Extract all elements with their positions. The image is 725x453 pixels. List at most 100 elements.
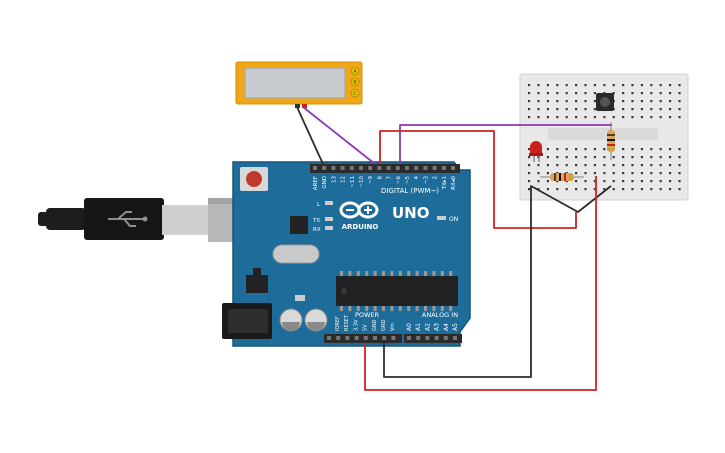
breadboard-hole <box>640 84 643 87</box>
breadboard[interactable] <box>519 73 689 201</box>
power-pin[interactable] <box>373 336 377 340</box>
digital-pin[interactable] <box>340 166 345 170</box>
breadboard-hole <box>593 100 596 103</box>
breadboard-hole <box>659 188 662 191</box>
breadboard-hole <box>546 116 549 119</box>
power-pin-header[interactable] <box>324 334 402 343</box>
lcd-button[interactable] <box>350 66 360 76</box>
resistor-vertical[interactable] <box>607 122 615 160</box>
analog-pin-label: A4 <box>443 323 450 331</box>
breadboard-hole <box>622 116 625 119</box>
breadboard-hole <box>631 84 634 87</box>
wire-black-lcd[interactable] <box>296 106 324 165</box>
digital-pin-label: 7 <box>387 176 393 180</box>
pushbutton[interactable] <box>596 93 614 111</box>
digital-pin[interactable] <box>405 166 409 170</box>
power-pin[interactable] <box>345 336 350 340</box>
analog-pin[interactable] <box>434 336 439 340</box>
breadboard-hole <box>556 188 559 191</box>
lcd-buttons[interactable]: ABC <box>350 66 360 98</box>
digital-pin[interactable] <box>359 166 363 170</box>
breadboard-hole <box>640 180 643 183</box>
breadboard-hole <box>631 148 634 151</box>
digital-pin[interactable] <box>423 166 428 170</box>
breadboard-hole <box>546 108 549 111</box>
digital-pin[interactable] <box>441 166 446 170</box>
power-pin[interactable] <box>391 336 396 340</box>
wire-purple-pin6[interactable] <box>399 124 612 164</box>
breadboard-hole <box>678 188 681 191</box>
analog-pin[interactable] <box>453 336 457 340</box>
breadboard-hole <box>537 188 540 191</box>
analog-pin[interactable] <box>443 336 448 340</box>
analog-pin-header[interactable] <box>404 334 462 343</box>
chip-pin <box>440 271 444 276</box>
breadboard-hole <box>556 180 559 183</box>
digital-pin[interactable] <box>432 166 437 170</box>
breadboard-hole <box>584 156 587 159</box>
wire-red-5v[interactable] <box>364 176 597 391</box>
wire-black-gnd[interactable] <box>383 185 612 378</box>
lcd-display[interactable] <box>235 61 363 105</box>
breadboard-hole <box>575 92 578 95</box>
breadboard-hole <box>575 108 578 111</box>
analog-pin[interactable] <box>425 336 430 340</box>
digital-pin[interactable] <box>386 166 391 170</box>
digital-pin[interactable] <box>368 166 373 170</box>
chip-pin <box>348 306 352 311</box>
breadboard-hole <box>593 188 596 191</box>
lcd-button[interactable] <box>350 88 360 98</box>
digital-pin[interactable] <box>322 166 327 170</box>
analog-pin[interactable] <box>407 336 411 340</box>
lcd-button[interactable] <box>350 77 360 87</box>
breadboard-hole <box>528 92 531 95</box>
arduino-infinity-logo <box>339 201 379 219</box>
bottom-pins[interactable] <box>327 336 457 340</box>
breadboard-hole <box>678 148 681 151</box>
digital-pin[interactable] <box>313 166 317 170</box>
breadboard-hole <box>603 180 606 183</box>
digital-pin[interactable] <box>451 166 455 170</box>
led-label-tx: TX <box>312 218 320 224</box>
power-pin[interactable] <box>382 336 387 340</box>
breadboard-hole <box>650 84 653 87</box>
digital-pin[interactable] <box>331 166 336 170</box>
digital-pin-header[interactable] <box>310 164 460 173</box>
breadboard-hole <box>669 156 672 159</box>
chip-pin <box>407 271 411 276</box>
power-pin[interactable] <box>336 336 341 340</box>
breadboard-hole <box>584 164 587 167</box>
digital-pin[interactable] <box>395 166 400 170</box>
breadboard-hole <box>575 156 578 159</box>
power-pin[interactable] <box>363 336 368 340</box>
power-pin-label: 3.3V <box>353 319 359 331</box>
breadboard-hole <box>669 188 672 191</box>
power-pin[interactable] <box>327 336 331 340</box>
lcd-pins <box>295 104 307 108</box>
reset-button[interactable] <box>240 167 268 191</box>
resistor-horizontal[interactable] <box>540 173 584 181</box>
analog-pin[interactable] <box>416 336 421 340</box>
digital-pin[interactable] <box>377 166 382 170</box>
breadboard-hole <box>537 172 540 175</box>
chip-pin <box>432 306 436 311</box>
breadboard-hole <box>565 100 568 103</box>
digital-pin[interactable] <box>414 166 419 170</box>
wire-red-pin7[interactable] <box>379 130 577 229</box>
power-pin-label: IOREF <box>335 316 341 331</box>
digital-pins[interactable] <box>313 166 455 170</box>
breadboard-hole <box>631 108 634 111</box>
digital-pin-label: TX▸1 <box>442 176 448 190</box>
digital-pin[interactable] <box>349 166 354 170</box>
chip-pin <box>365 271 369 276</box>
breadboard-hole <box>650 164 653 167</box>
wire-purple-lcd[interactable] <box>302 106 376 165</box>
power-pin[interactable] <box>354 336 359 340</box>
breadboard-hole <box>546 92 549 95</box>
breadboard-hole <box>593 172 596 175</box>
atmega-chip <box>336 276 458 306</box>
red-led[interactable] <box>529 141 543 162</box>
breadboard-hole <box>640 156 643 159</box>
breadboard-hole <box>669 116 672 119</box>
